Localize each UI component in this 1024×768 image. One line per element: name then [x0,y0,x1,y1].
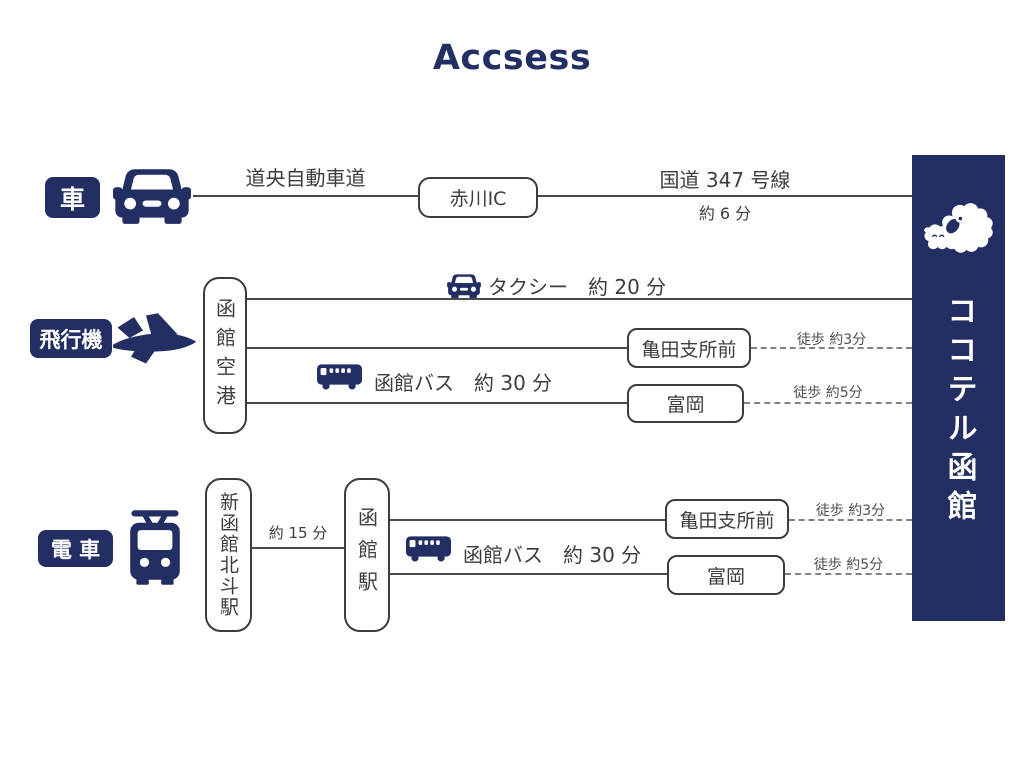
station-bus-label: 函館バス 約 30 分 [463,543,642,567]
mode-tag-plane: 飛行機 [30,319,112,358]
route-line-station-bus-2 [390,573,667,575]
walk-dash-2 [744,402,912,404]
walk-dash-4 [785,573,912,575]
walk-label-4: 徒歩 約5分 [813,557,884,573]
route-line-taxi [247,298,912,300]
destination-name: ココテル函館 [941,295,977,529]
bus-stop-tomioka-plane: 富岡 [627,384,744,423]
road-label-doo: 道央自動車道 [245,166,366,190]
station-shinhakodatehokuto-box: 新函館北斗駅 [205,478,252,632]
car-icon [113,169,191,224]
route-line-station-bus-1 [390,519,665,521]
route-line-car-2 [538,195,912,197]
page-title: Accsess [432,38,592,78]
bus-icon [317,364,362,390]
road-label-kokudo: 国道 347 号線 [659,168,791,192]
taxi-label: タクシー 約 20 分 [488,275,667,299]
walk-dash-3 [789,519,912,521]
airport-bus-label: 函館バス 約 30 分 [374,371,553,395]
bus-stop-kameda-train: 亀田支所前 [665,499,789,539]
interchange-box: 赤川IC [418,177,538,218]
route-line-airport-bus-1 [247,347,627,349]
road-time-label: 約 6 分 [698,204,752,223]
train-icon [130,510,180,585]
walk-dash-1 [751,347,912,349]
bus-stop-kameda-plane: 亀田支所前 [627,328,751,368]
walk-label-3: 徒歩 約3分 [815,503,886,519]
walk-label-2: 徒歩 約5分 [793,385,863,401]
route-line-train-leg [252,547,344,549]
mode-tag-car: 車 [45,177,100,218]
airplane-icon [113,313,197,364]
airport-box: 函館空港 [203,277,247,434]
sheep-logo-icon [923,203,993,253]
train-leg-time: 約 15 分 [268,524,328,542]
destination-banner: ココテル函館 [912,155,1005,621]
bus-icon [406,536,451,562]
route-line-airport-bus-2 [247,402,627,404]
bus-stop-tomioka-train: 富岡 [667,555,785,595]
taxi-car-icon [447,274,481,298]
route-line-car-1 [193,195,418,197]
station-hakodate-box: 函館駅 [344,478,390,632]
walk-label-1: 徒歩 約3分 [796,332,867,348]
mode-tag-train: 電 車 [38,530,113,567]
